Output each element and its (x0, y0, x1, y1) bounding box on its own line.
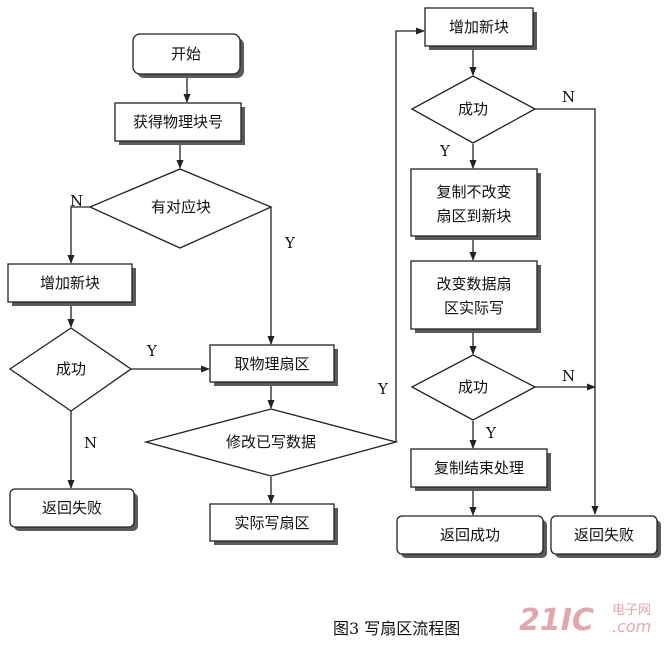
arrow-modify-yes (395, 27, 425, 442)
change-data-node: 改变数据扇 区实际写 (410, 260, 541, 333)
copy-end-node: 复制结束处理 (410, 448, 551, 491)
copy-end-label: 复制结束处理 (434, 459, 524, 477)
connectors (67, 27, 599, 516)
branch-success-mid-yes: Y (485, 424, 497, 442)
copy-unchanged-node: 复制不改变 扇区到新块 (410, 168, 541, 240)
success-top-label: 成功 (458, 100, 488, 118)
get-block-label: 获得物理块号 (133, 113, 223, 131)
add-block-right-label: 增加新块 (449, 18, 509, 36)
write-sector-label: 实际写扇区 (234, 514, 309, 532)
branch-has-block-no: N (70, 192, 83, 210)
change-data-label-2: 区实际写 (444, 299, 504, 317)
has-block-label: 有对应块 (151, 198, 211, 216)
start-node: 开始 (132, 33, 244, 78)
arrow-has-block-no (67, 206, 90, 264)
branch-success-top-no: N (562, 88, 575, 106)
success-left-label: 成功 (56, 360, 86, 378)
return-fail-right-node: 返回失败 (550, 515, 661, 558)
success-mid-label: 成功 (458, 378, 488, 396)
add-block-left-label: 增加新块 (40, 274, 100, 292)
success-mid-decision: 成功 (410, 354, 537, 421)
branch-success-mid-no: N (562, 367, 575, 385)
get-sector-label: 取物理扇区 (234, 355, 309, 373)
modify-data-label: 修改已写数据 (226, 433, 316, 451)
modify-data-decision: 修改已写数据 (143, 408, 399, 477)
add-block-left-node: 增加新块 (7, 263, 136, 306)
branch-success-top-yes: Y (439, 142, 451, 160)
watermark-logo: 21IC 电子网 .com (519, 603, 651, 638)
return-fail-left-label: 返回失败 (42, 499, 102, 517)
branch-success-left-no: N (84, 434, 97, 452)
copy-unchanged-label-1: 复制不改变 (436, 183, 511, 201)
start-label: 开始 (171, 45, 201, 63)
watermark-site-en: .com (612, 617, 651, 636)
branch-labels: N Y Y N Y Y N N Y (70, 88, 575, 452)
copy-unchanged-label-2: 扇区到新块 (436, 207, 511, 225)
watermark-site-cn: 电子网 (612, 603, 651, 618)
has-block-decision: 有对应块 (88, 168, 273, 249)
watermark-21ic: 21IC (519, 603, 594, 638)
return-fail-left-node: 返回失败 (9, 488, 138, 531)
return-success-label: 返回成功 (440, 526, 500, 544)
return-fail-right-label: 返回失败 (574, 526, 634, 544)
return-success-node: 返回成功 (396, 515, 547, 558)
write-sector-node: 实际写扇区 (209, 503, 338, 545)
change-data-label-1: 改变数据扇 (436, 275, 511, 293)
get-block-node: 获得物理块号 (114, 102, 245, 145)
get-sector-node: 取物理扇区 (209, 344, 338, 386)
branch-modify-yes: Y (377, 380, 389, 398)
arrow-success-top-no (535, 108, 599, 515)
add-block-right-node: 增加新块 (424, 7, 537, 50)
success-left-decision: 成功 (8, 327, 133, 412)
branch-has-block-yes: Y (284, 234, 296, 252)
success-top-decision: 成功 (410, 75, 537, 144)
branch-success-left-yes: Y (146, 342, 158, 360)
figure-caption: 图3 写扇区流程图 (333, 619, 460, 638)
